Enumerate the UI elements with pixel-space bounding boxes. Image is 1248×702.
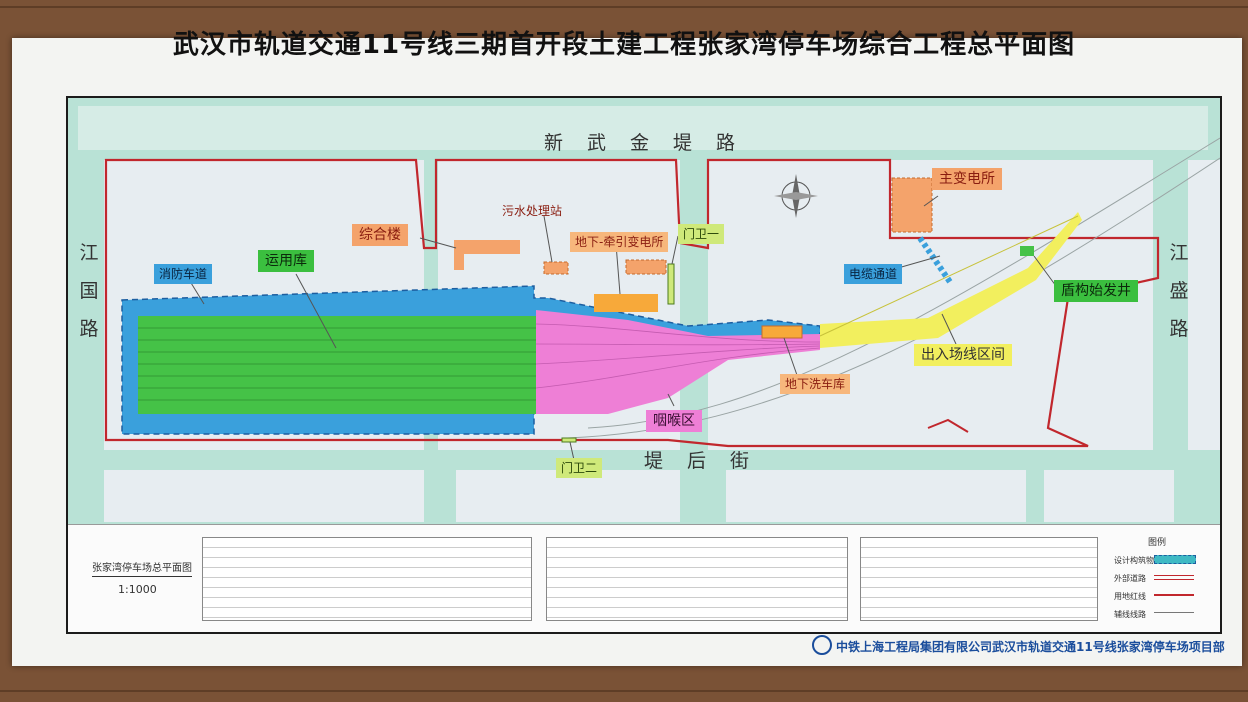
north-road-band [78, 106, 1208, 150]
legend-area: 张家湾停车场总平面图 1:1000 图例 设计构筑物 外部道路 用地红线 辅线线… [68, 524, 1220, 632]
underground-substation-building [594, 294, 658, 312]
legend-item-structure: 设计构筑物 [1114, 556, 1154, 565]
block-south-west [104, 470, 424, 522]
throat-tracks [535, 323, 821, 389]
label-sewage-station: 污水处理站 [502, 204, 563, 218]
road-east-name: 江盛路 [1169, 242, 1189, 340]
depot-tracks [138, 327, 536, 401]
legend-swatch-aux [1154, 612, 1194, 613]
label-depot: 运用库 [258, 250, 314, 272]
legend-swatch-road [1154, 575, 1194, 580]
sewage-station-building [543, 261, 569, 275]
label-main-substation: 主变电所 [932, 168, 1002, 190]
gate-two-mark [561, 437, 577, 443]
company-logo-icon [812, 635, 832, 655]
complex-building-wing [454, 240, 464, 270]
block-far-east [1188, 160, 1220, 450]
data-table-right [860, 537, 1098, 621]
label-shield-shaft: 盾构始发井 [1054, 280, 1138, 302]
road-north-name: 新武金堤路 [544, 132, 760, 154]
legend-item-external-road: 外部道路 [1114, 574, 1146, 583]
site-plan-drawing [68, 98, 1220, 524]
page-title: 武汉市轨道交通11号线三期首开段土建工程张家湾停车场综合工程总平面图 [172, 30, 1076, 60]
label-underground-substation: 地下-牵引变电所 [570, 232, 669, 252]
data-table-left [202, 537, 532, 621]
shield-shaft-mark [1020, 246, 1034, 256]
legend-swatch-structure [1154, 555, 1196, 564]
legend-item-aux-line: 辅线线路 [1114, 610, 1146, 619]
label-throat-area: 咽喉区 [646, 410, 702, 432]
gate-one-mark [667, 263, 675, 305]
road-west-name: 江国路 [79, 242, 99, 340]
footer-company: 中铁上海工程局集团有限公司武汉市轨道交通11号线张家湾停车场项目部 [836, 640, 1225, 654]
label-gate-two: 门卫二 [556, 458, 603, 478]
throat-area [536, 310, 820, 414]
data-table-middle [546, 537, 848, 621]
label-gate-one: 门卫一 [678, 224, 725, 244]
label-cable-channel: 电缆通道 [844, 264, 903, 284]
access-track [819, 215, 1079, 337]
scale-text: 1:1000 [118, 583, 157, 596]
north-arrow-icon [774, 174, 818, 218]
ancillary-building [625, 259, 667, 275]
cable-channel-line [917, 236, 953, 284]
access-section-area [820, 212, 1082, 348]
label-fire-lane: 消防车道 [154, 264, 213, 284]
block-south-east [726, 470, 1026, 522]
block-south-far-east [1044, 470, 1174, 522]
legend-item-redline: 用地红线 [1114, 592, 1146, 601]
site-plan-map: 新武金堤路 堤后街 江国路 江盛路 综合楼 污水处理站 地下-牵引变电所 门卫一… [66, 96, 1222, 634]
label-access-section: 出入场线区间 [914, 344, 1012, 366]
depot-area [138, 316, 536, 414]
label-underground-wash: 地下洗车库 [780, 374, 851, 394]
plan-title: 张家湾停车场总平面图 [92, 559, 192, 577]
wood-grain [0, 690, 1248, 692]
label-complex-building: 综合楼 [352, 224, 408, 246]
land-redline [104, 158, 1160, 448]
complex-building [454, 240, 520, 254]
legend-heading: 图例 [1148, 538, 1167, 548]
road-south-name: 堤后街 [644, 450, 774, 472]
legend-swatch-redline [1154, 594, 1194, 596]
underground-wash-building [761, 325, 803, 339]
block-south-middle [456, 470, 686, 522]
wood-grain [0, 6, 1248, 8]
land-redline-notch [927, 418, 969, 433]
